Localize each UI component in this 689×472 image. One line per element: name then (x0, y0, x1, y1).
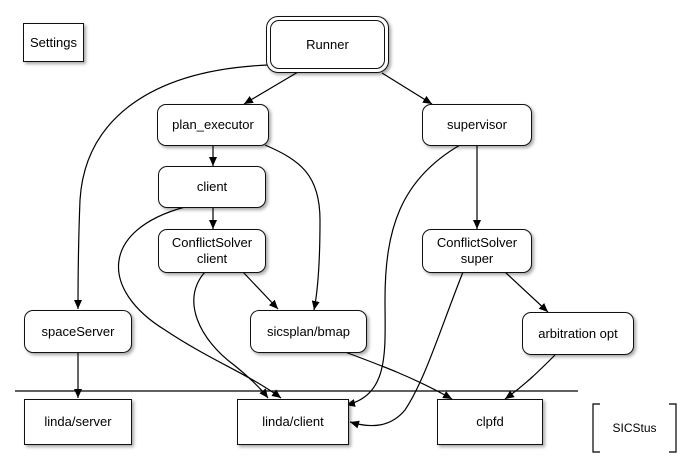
edge-runner-plan-executor (243, 71, 299, 105)
sicsplan-bmap-label: sicsplan/bmap (266, 323, 351, 339)
conflictsolver-client-label-line2: client (196, 251, 228, 266)
conflictsolver-super-node: ConflictSolver super (422, 229, 532, 273)
runner-label: Runner (306, 36, 349, 52)
client-label: client (196, 179, 228, 194)
plan-executor-label: plan_executor (172, 117, 254, 132)
edge-conflict-client-sicsplan (242, 271, 279, 310)
edge-conflict-super-arbitration (504, 271, 549, 313)
settings-node: Settings (23, 23, 84, 62)
conflictsolver-super-label-line2: super (460, 251, 494, 266)
sicstus-bracket-left (592, 403, 600, 453)
linda-client-node: linda/client (237, 399, 349, 445)
runner-node: Runner (266, 16, 389, 73)
edge-arbitration-clpfd (504, 354, 556, 400)
settings-label: Settings (30, 34, 77, 50)
linda-client-label: linda/client (262, 414, 324, 429)
edge-conflict-super-linda-client (349, 271, 464, 429)
supervisor-node: supervisor (422, 104, 532, 146)
sicstus-label: SICStus (600, 404, 669, 452)
plan-executor-node: plan_executor (157, 104, 269, 146)
conflictsolver-client-node: ConflictSolver client (158, 229, 266, 273)
clpfd-node: clpfd (437, 399, 543, 445)
edge-runner-supervisor (381, 72, 433, 105)
conflictsolver-client-label-line1: ConflictSolver (171, 235, 253, 250)
linda-server-node: linda/server (24, 399, 132, 445)
edge-runner-spaceserver (74, 64, 269, 310)
sicstus-text: SICStus (612, 421, 657, 435)
edge-plan-executor-sicsplan (264, 144, 321, 311)
conflictsolver-super-label-line1: ConflictSolver (436, 235, 518, 250)
edge-conflict-client-linda-client (193, 271, 269, 399)
runner-inner-frame: Runner (270, 20, 385, 69)
arbitration-opt-label: arbitration opt (538, 325, 618, 341)
linda-server-label: linda/server (44, 414, 112, 429)
sicsplan-bmap-node: sicsplan/bmap (250, 310, 367, 353)
spaceserver-label: spaceServer (41, 323, 115, 339)
client-node: client (158, 166, 266, 208)
supervisor-label: supervisor (447, 117, 507, 132)
arbitration-opt-node: arbitration opt (522, 312, 634, 355)
sicstus-bracket-right (669, 403, 677, 453)
edge-sicsplan-clpfd (344, 351, 453, 400)
spaceserver-node: spaceServer (24, 310, 132, 353)
clpfd-label: clpfd (476, 414, 504, 429)
edge-supervisor-linda-client (345, 144, 461, 407)
edge-client-linda-client (117, 206, 282, 399)
